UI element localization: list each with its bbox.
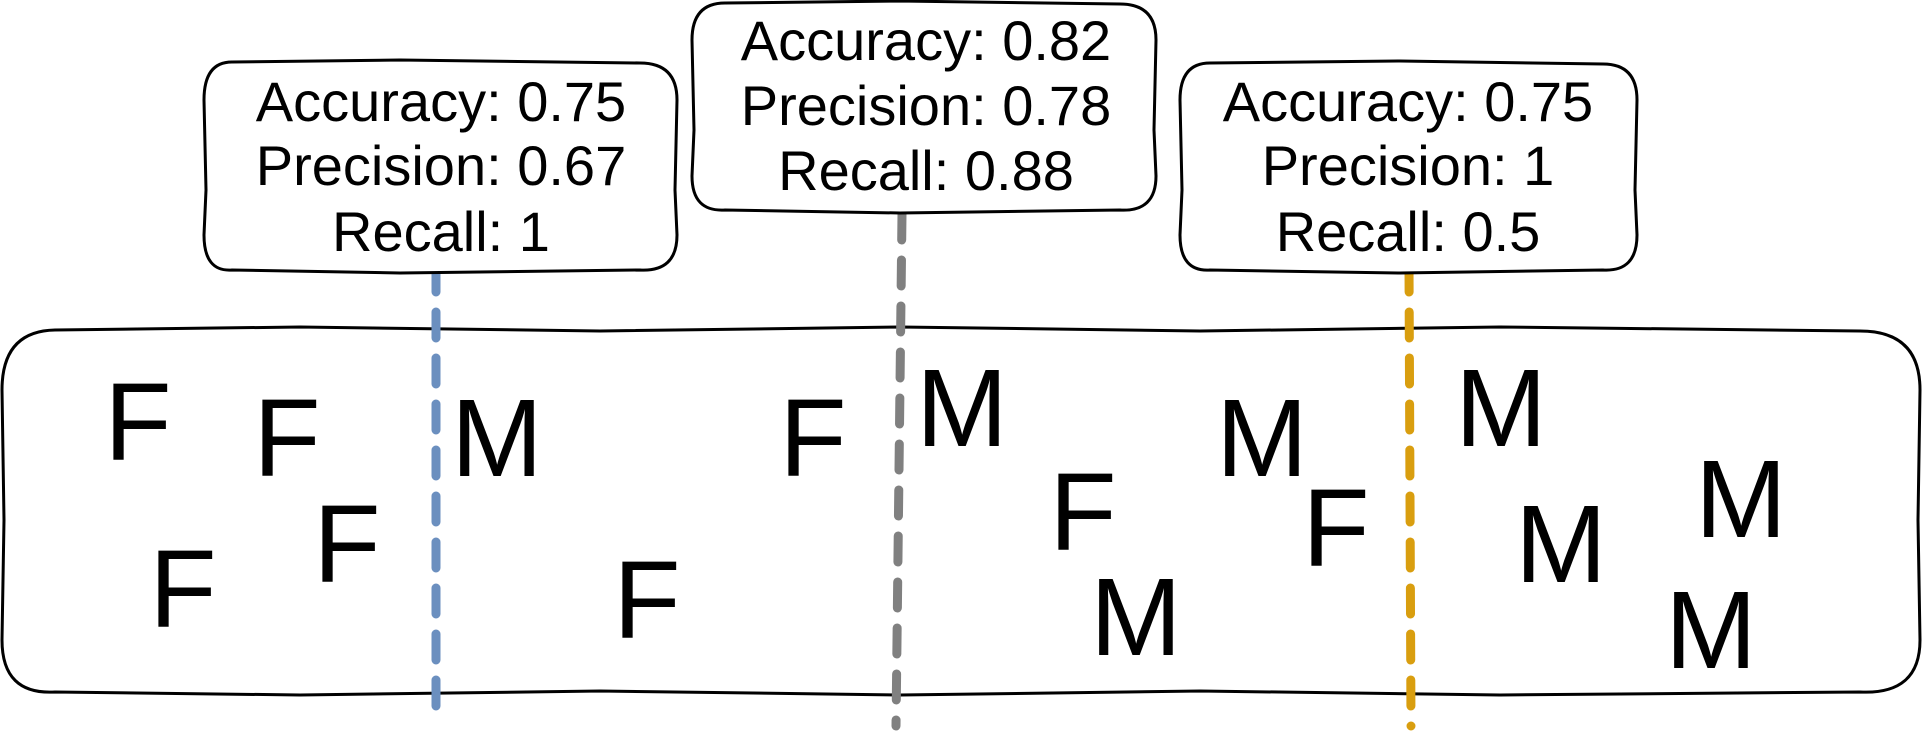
sample-letter: F	[613, 539, 680, 662]
metric-text: Precision: 0.67	[256, 134, 626, 197]
sample-letter: M	[1695, 438, 1787, 561]
metric-text: Accuracy: 0.75	[1223, 70, 1593, 133]
metric-text: Precision: 1	[1262, 134, 1555, 197]
metric-text: Recall: 1	[332, 200, 550, 263]
sample-letter: F	[253, 377, 320, 500]
samples-container	[0, 325, 1922, 697]
metric-text: Accuracy: 0.82	[741, 9, 1111, 72]
sample-letter: M	[1455, 347, 1547, 470]
sample-letter: F	[1302, 467, 1369, 590]
sample-letter: M	[1665, 569, 1757, 692]
metric-text: Precision: 0.78	[741, 74, 1111, 137]
sample-letter: F	[313, 483, 380, 606]
metric-text: Recall: 0.5	[1276, 200, 1541, 263]
sample-letter: F	[104, 361, 171, 484]
threshold-line-middle	[891, 209, 907, 731]
metrics-box-middle: Accuracy: 0.82 Precision: 0.78 Recall: 0…	[690, 0, 1158, 215]
sample-letter: M	[451, 377, 543, 500]
metric-text: Accuracy: 0.75	[256, 70, 626, 133]
sample-letter: M	[916, 347, 1008, 470]
threshold-line-right	[1404, 261, 1416, 731]
sample-letter: F	[1049, 451, 1116, 574]
metric-text: Recall: 0.88	[778, 139, 1074, 202]
sample-letter: F	[779, 377, 846, 500]
sample-letter: M	[1515, 483, 1607, 606]
sample-letter: F	[149, 528, 216, 651]
metrics-box-right: Accuracy: 0.75 Precision: 1 Recall: 0.5	[1178, 59, 1639, 275]
metrics-box-left: Accuracy: 0.75 Precision: 0.67 Recall: 1	[202, 58, 679, 275]
sample-letter: M	[1090, 556, 1182, 679]
samples: F F F F M F F M F M M F M M M M	[104, 347, 1786, 692]
sample-letter: M	[1216, 377, 1308, 500]
